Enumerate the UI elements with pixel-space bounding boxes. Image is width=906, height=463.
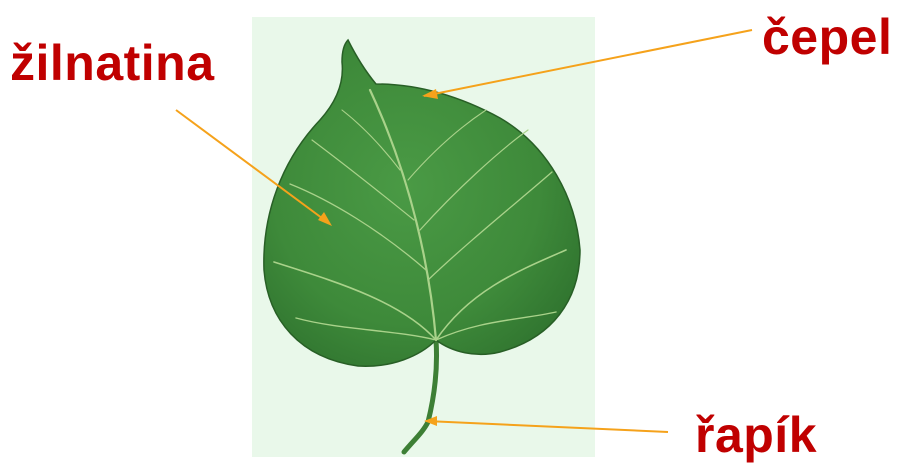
label-rapik: řapík: [695, 410, 817, 460]
label-zilnatina: žilnatina: [10, 38, 215, 88]
label-cepel: čepel: [762, 12, 892, 62]
